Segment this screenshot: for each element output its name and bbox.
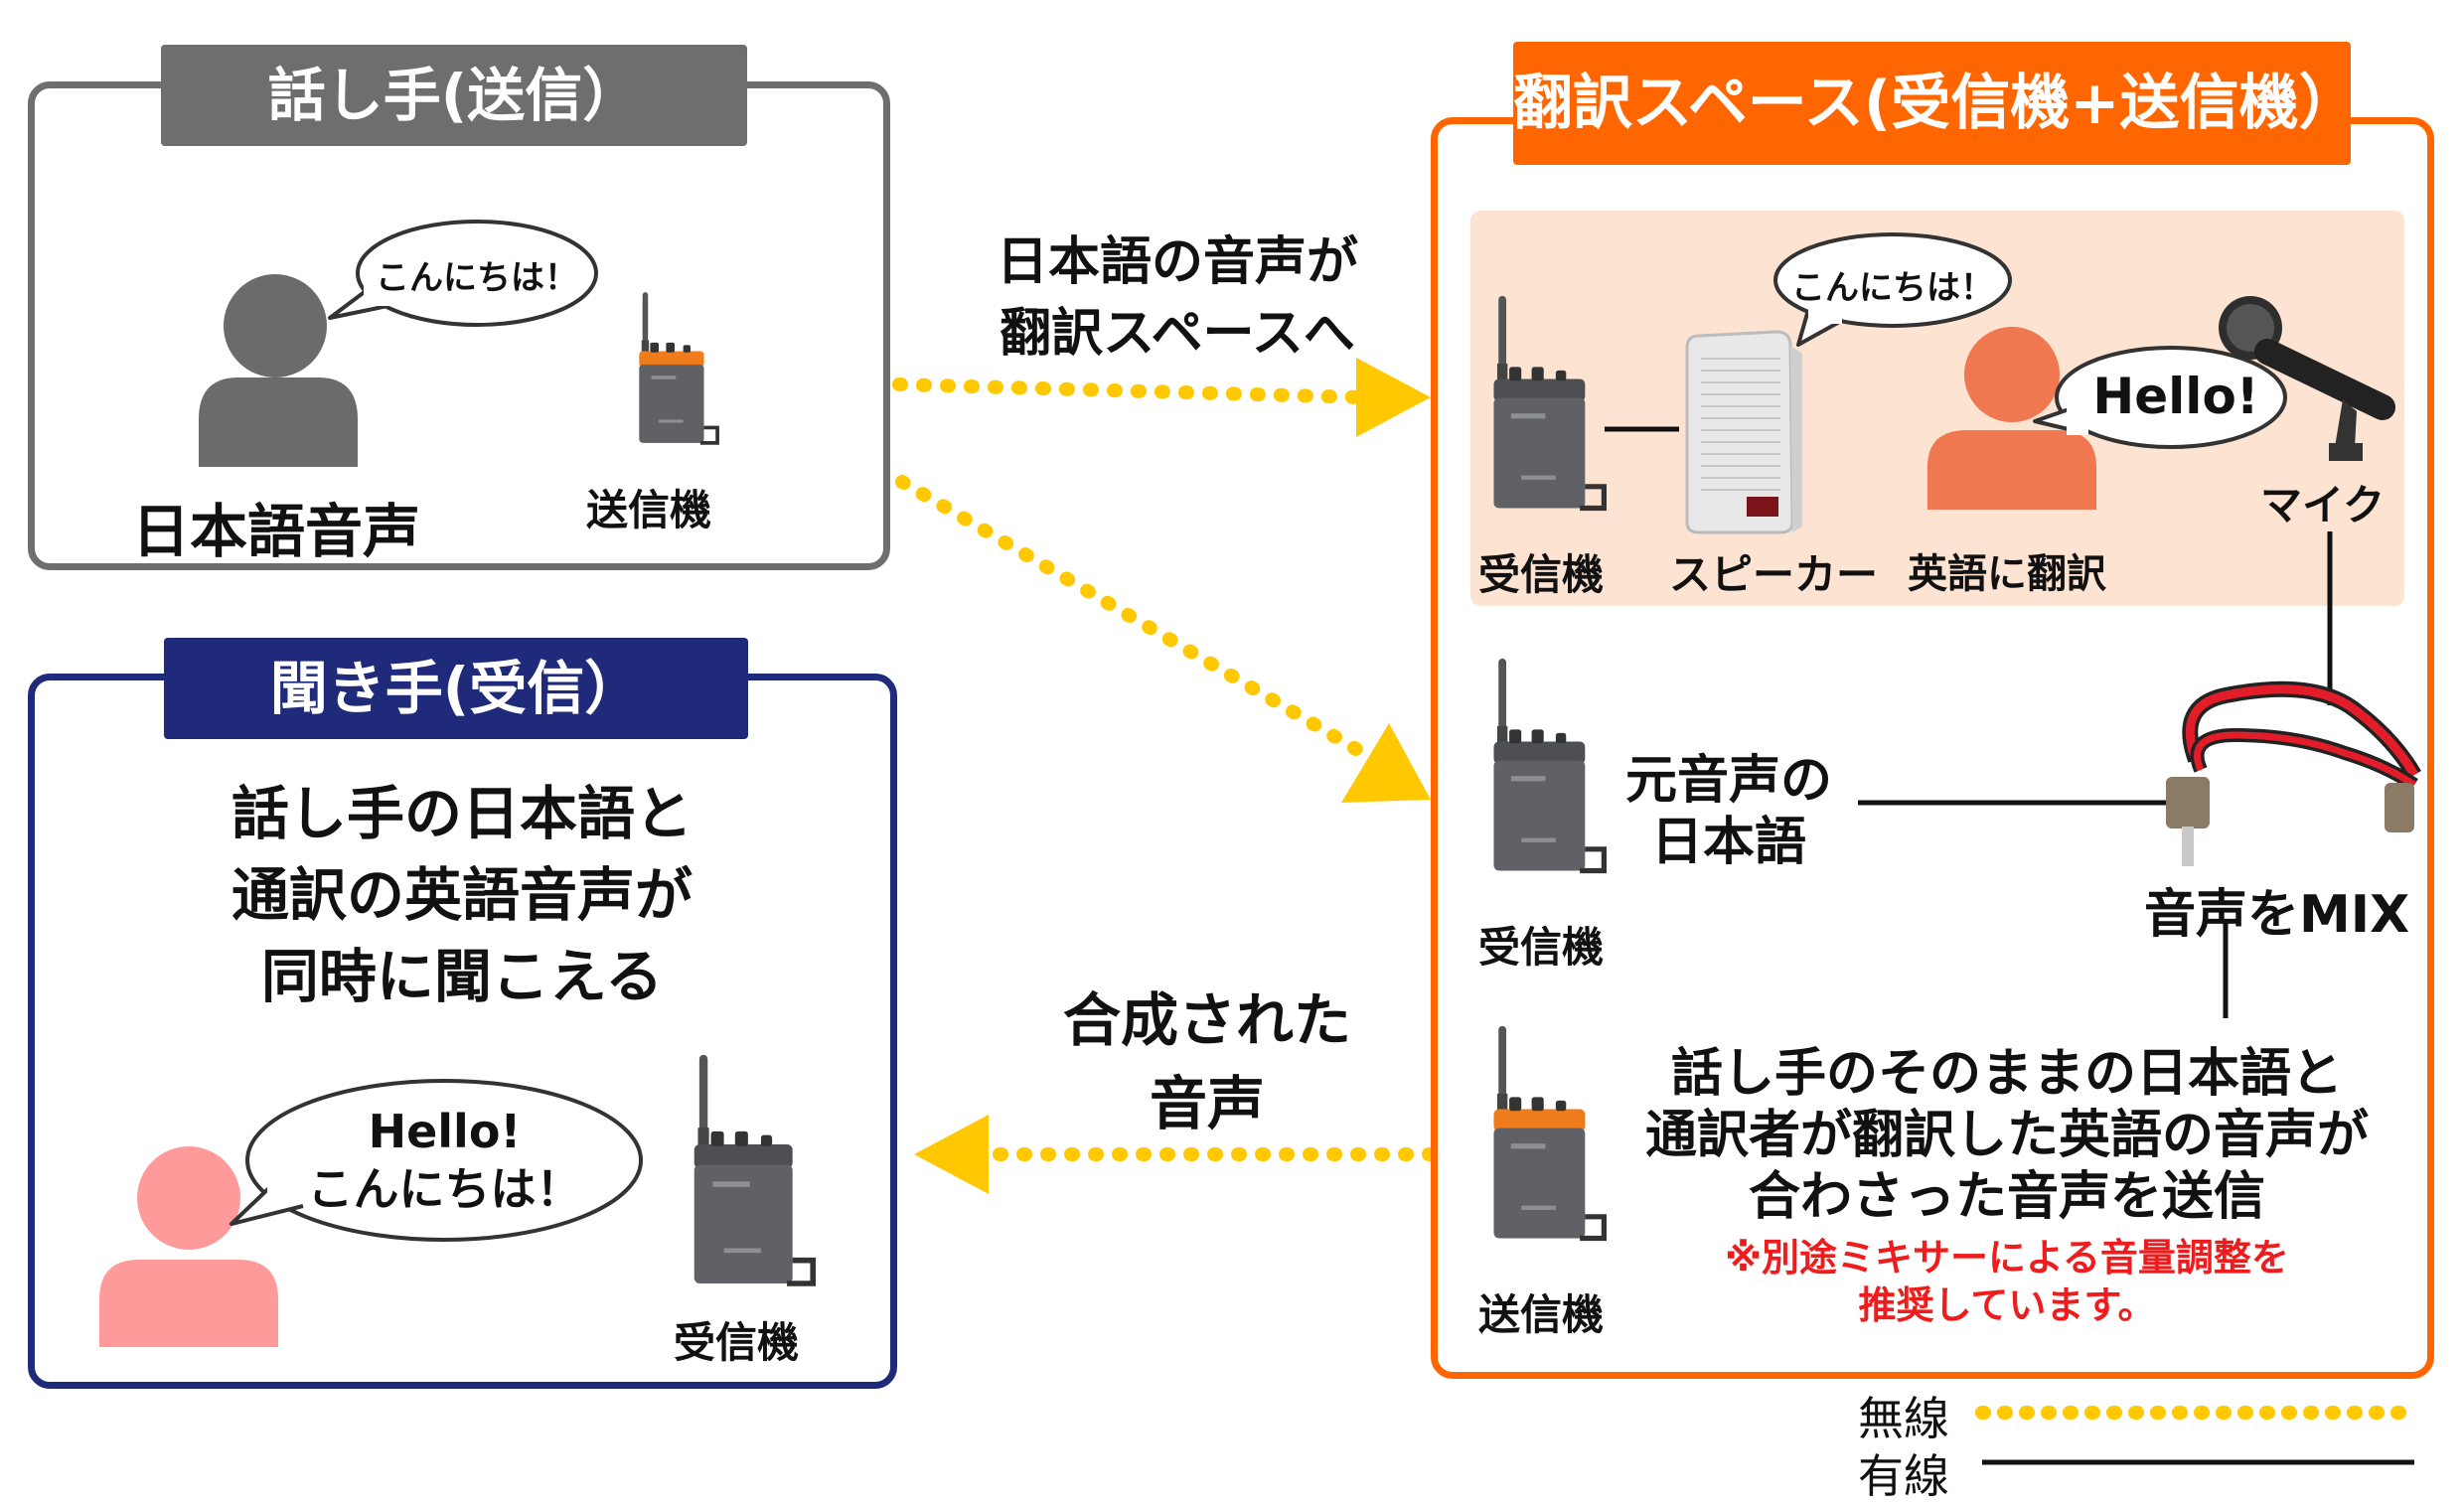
listener-description-line-1: 話し手の日本語と xyxy=(231,780,693,847)
listener-description-line-2: 通訳の英語音声が xyxy=(231,861,693,929)
interpreter-icon xyxy=(1927,327,2096,510)
send-description: 話し手のそのままの日本語と 通訳者が翻訳した英語の音声が 合わさった音声を送信 xyxy=(1610,1043,2404,1228)
booth-jp-bubble-text: こんにちは！ xyxy=(1791,268,1994,308)
listener-box-title: 聞き手(受信） xyxy=(164,638,748,739)
translation-box-title: 翻訳スペース(受信機+送信機） xyxy=(1513,42,2359,165)
microphone-icon xyxy=(2219,296,2395,461)
translation-receiver-label: 受信機 xyxy=(1478,923,1605,972)
top-arrow-label-line-1: 日本語の音声が xyxy=(996,232,1358,292)
booth-en-speech-bubble xyxy=(2033,346,2287,449)
original-audio-line-1: 元音声の xyxy=(1624,751,1832,811)
arrow-to-translation xyxy=(892,358,1431,437)
top-arrow-label: 日本語の音声が 翻訳スペースへ xyxy=(899,226,1456,370)
microphone-label: マイク xyxy=(2260,481,2386,529)
bottom-arrow-label: 合成された 音声 xyxy=(994,979,1421,1145)
listener-description-line-3: 同時に聞こえる xyxy=(260,943,664,1010)
listener-speech-bubble xyxy=(230,1079,643,1242)
speaker-person-label: 日本語音声 xyxy=(132,498,421,565)
listener-description: 話し手の日本語と 通訳の英語音声が 同時に聞こえる xyxy=(139,773,785,1017)
legend-wired-label: 有線 xyxy=(1858,1449,1949,1503)
speaker-bubble-text: こんにちは！ xyxy=(376,258,578,298)
speaker-speech-bubble xyxy=(328,220,598,327)
booth-jp-speech-bubble xyxy=(1773,232,2012,347)
bottom-arrow-label-line-1: 合成された xyxy=(1062,986,1351,1054)
booth-receiver-label: 受信機 xyxy=(1478,550,1605,599)
listener-bubble-line-1: Hello! xyxy=(368,1105,522,1158)
mix-label: 音声をMIX xyxy=(2144,885,2410,945)
legend-wireless-label: 無線 xyxy=(1858,1392,1949,1445)
arrow-to-listener xyxy=(914,1115,1438,1194)
booth-en-bubble-text: Hello! xyxy=(2092,368,2259,425)
original-audio-line-2: 日本語 xyxy=(1650,813,1806,872)
mixer-note-line-1: ※別途ミキサーによる音量調整を xyxy=(1725,1236,2289,1280)
top-arrow-label-line-2: 翻訳スペースへ xyxy=(1000,304,1355,364)
listener-person-icon xyxy=(99,1146,278,1347)
translation-transmitter-label: 送信機 xyxy=(1478,1290,1605,1339)
original-audio-label: 元音声の 日本語 xyxy=(1600,750,1858,873)
mix-cable-icon xyxy=(2166,680,2421,866)
speaker-box-title: 話し手(送信） xyxy=(161,45,747,146)
send-description-line-2: 通訳者が翻訳した英語の音声が xyxy=(1644,1106,2369,1165)
listener-bubble-text: Hello! こんにちは！ xyxy=(248,1103,641,1218)
send-description-line-1: 話し手のそのままの日本語と xyxy=(1670,1044,2343,1104)
booth-speaker-device xyxy=(1685,330,1802,534)
send-description-line-3: 合わさった音声を送信 xyxy=(1748,1167,2265,1227)
arrow-diagonal-to-translation xyxy=(895,475,1431,803)
speaker-transmitter-label: 送信機 xyxy=(586,486,712,534)
interpreter-label: 英語に翻訳 xyxy=(1908,551,2106,597)
booth-speaker-label: スピーカー xyxy=(1669,550,1879,599)
listener-receiver-label: 受信機 xyxy=(674,1318,800,1367)
listener-bubble-line-2: こんにちは！ xyxy=(307,1162,582,1216)
mixer-note: ※別途ミキサーによる音量調整を 推奨しています。 xyxy=(1610,1234,2404,1329)
mixer-note-line-2: 推奨しています。 xyxy=(1858,1283,2156,1327)
speaker-person-icon xyxy=(199,274,358,467)
bottom-arrow-label-line-2: 音声 xyxy=(1149,1070,1265,1137)
